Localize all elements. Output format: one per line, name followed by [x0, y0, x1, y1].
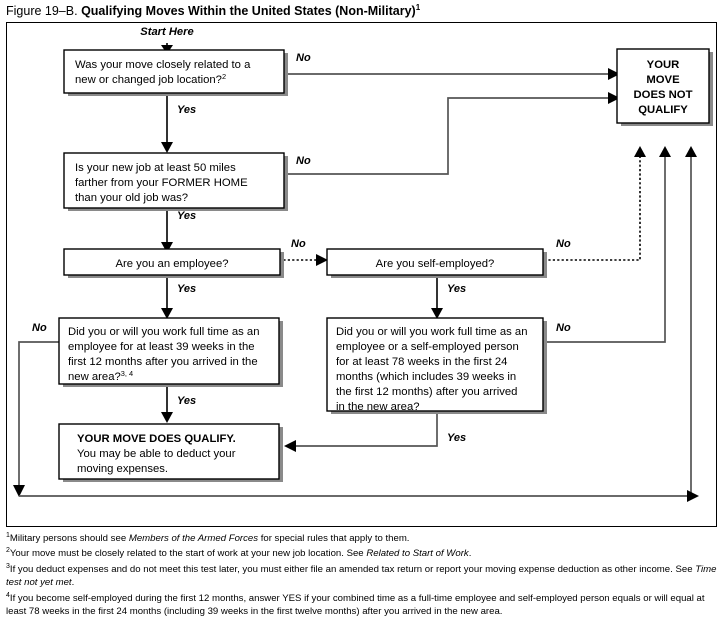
start-here-label: Start Here — [140, 26, 193, 38]
node-q2-line-2: farther from your FORMER HOME — [75, 177, 248, 189]
figure-title-text: Qualifying Moves Within the United State… — [81, 4, 416, 19]
label-q1-no: No — [296, 52, 311, 64]
label-q3-yes: Yes — [177, 283, 196, 295]
footnote-text: . — [71, 577, 75, 589]
arrowhead-bottom-bus-right — [687, 490, 699, 502]
node-q5-line-4: new area?3, 4 — [68, 369, 133, 384]
edge-q6-yes — [295, 409, 438, 447]
flowchart-frame: Start Here Was your move closely related… — [6, 22, 717, 527]
footnote-marker-1: 1 — [6, 532, 10, 539]
node-q5-line-2: employee for at least 39 weeks in the — [68, 341, 255, 353]
footnote-marker-2: 2 — [6, 547, 10, 555]
footnotes: 1Military persons should see Members of … — [6, 531, 719, 619]
label-q6-no: No — [556, 322, 571, 334]
node-not-qualify-box[interactable] — [616, 48, 710, 124]
arrowhead-q4-no — [634, 146, 646, 157]
node-q5[interactable]: Did you or will you work full time as an… — [58, 317, 283, 387]
footnote-text: for special rules that apply to them. — [258, 533, 410, 545]
node-q2[interactable]: Is your new job at least 50 miles farthe… — [63, 152, 288, 211]
footnote-text: Military persons should see — [9, 533, 129, 545]
node-q5-line-3: first 12 months after you arrived in the — [68, 356, 258, 368]
node-q6-line-4: months (which includes 39 weeks in — [336, 371, 516, 383]
node-q1[interactable]: Was your move closely related to a new o… — [63, 49, 288, 96]
node-q4[interactable]: Are you self-employed? — [326, 248, 547, 278]
arrowhead-q4-yes — [431, 308, 443, 319]
edge-q4-no — [544, 156, 641, 261]
node-qualify[interactable]: YOUR MOVE DOES QUALIFY. You may be able … — [58, 423, 283, 482]
label-q5-yes: Yes — [177, 395, 196, 407]
node-q6-line-5: the first 12 months) after you arrived — [336, 386, 517, 398]
node-q5-box[interactable] — [58, 317, 280, 385]
footnote-1: 1Military persons should see Members of … — [6, 531, 719, 545]
node-q3-line-1: Are you an employee? — [115, 258, 228, 270]
node-q4-box[interactable] — [326, 248, 544, 276]
node-q6-line-2: employee or a self-employed person — [336, 341, 519, 353]
node-q5-line-1: Did you or will you work full time as an — [68, 326, 260, 338]
node-q1-box[interactable] — [63, 49, 285, 94]
label-q3-no: No — [291, 238, 306, 250]
label-q6-yes: Yes — [447, 432, 466, 444]
node-q2-line-1: Is your new job at least 50 miles — [75, 162, 236, 174]
footnote-text: If you deduct expenses and do not meet t… — [9, 564, 696, 576]
node-not-qualify-line-4: QUALIFY — [638, 104, 688, 116]
footnote-4: 4If you become self-employed during the … — [6, 591, 719, 619]
node-q3-box[interactable] — [63, 248, 281, 276]
arrowhead-q1-no — [608, 68, 620, 80]
node-qualify-headline: YOUR MOVE DOES QUALIFY. — [77, 433, 236, 445]
flowchart-svg: Start Here Was your move closely related… — [13, 26, 713, 502]
connectors — [13, 43, 699, 502]
node-q6-box[interactable] — [326, 317, 544, 412]
arrowhead-q2-no — [608, 92, 620, 104]
node-q1-line-2: new or changed job location?2 — [75, 72, 226, 87]
node-q1-line-1: Was your move closely related to a — [75, 59, 251, 71]
footnote-3: 3If you deduct expenses and do not meet … — [6, 562, 719, 590]
edge-labels: No Yes No Yes No Yes No Yes No Yes No Ye… — [32, 52, 571, 444]
node-qualify-line-1: You may be able to deduct your — [77, 448, 236, 460]
node-q6-line-6: in the new area? — [336, 401, 420, 413]
node-not-qualify[interactable]: YOUR MOVE DOES NOT QUALIFY — [616, 48, 713, 126]
node-q6[interactable]: Did you or will you work full time as an… — [326, 317, 547, 414]
node-qualify-line-2: moving expenses. — [77, 463, 168, 475]
edge-q2-no — [283, 97, 609, 175]
footnote-marker-3: 3 — [6, 562, 10, 570]
label-q4-yes: Yes — [447, 283, 466, 295]
footnote-text: If you become self-employed during the f… — [6, 592, 705, 617]
node-q3[interactable]: Are you an employee? — [63, 248, 284, 278]
node-q4-line-1: Are you self-employed? — [376, 258, 495, 270]
arrowhead-q5-yes — [161, 412, 173, 423]
label-q5-no: No — [32, 322, 47, 334]
footnote-text: Your move must be closely related to the… — [9, 548, 367, 560]
label-q1-yes: Yes — [177, 104, 196, 116]
node-not-qualify-line-1: YOUR — [647, 59, 680, 71]
arrowhead-q6-yes — [284, 440, 296, 452]
edge-q6-no — [544, 156, 666, 343]
arrowhead-q5-no — [13, 485, 25, 497]
edge-q5-no — [18, 341, 59, 489]
figure-number: Figure 19–B. — [6, 4, 78, 19]
node-q2-box[interactable] — [63, 152, 285, 209]
node-not-qualify-line-2: MOVE — [646, 74, 680, 86]
label-q2-yes: Yes — [177, 210, 196, 222]
arrowhead-q2-yes — [161, 242, 173, 253]
label-q2-no: No — [296, 155, 311, 167]
footnote-text: Time test not yet met — [6, 564, 717, 589]
node-q2-line-3: than your old job was? — [75, 192, 188, 204]
node-q6-line-1: Did you or will you work full time as an — [336, 326, 528, 338]
page-title: Figure 19–B. Qualifying Moves Within the… — [6, 3, 420, 18]
arrowhead-q3-yes — [161, 308, 173, 319]
arrowhead-bottom-bus-up — [685, 146, 697, 157]
footnote-2: 2Your move must be closely related to th… — [6, 546, 719, 560]
arrowhead-q3-no — [316, 254, 328, 266]
arrowhead-q6-no — [659, 146, 671, 157]
footnote-text: Related to Start of Work — [366, 548, 469, 560]
node-not-qualify-line-3: DOES NOT — [634, 89, 693, 101]
footnote-text: Members of the Armed Forces — [128, 533, 259, 545]
footnote-marker-4: 4 — [6, 591, 10, 599]
node-qualify-box[interactable] — [58, 423, 280, 480]
arrowhead-q1-yes — [161, 142, 173, 153]
footnote-text: . — [468, 548, 472, 560]
node-q6-line-3: for at least 78 weeks in the first 24 — [336, 356, 507, 368]
label-q4-no: No — [556, 238, 571, 250]
title-footnote-marker: 1 — [415, 3, 421, 12]
